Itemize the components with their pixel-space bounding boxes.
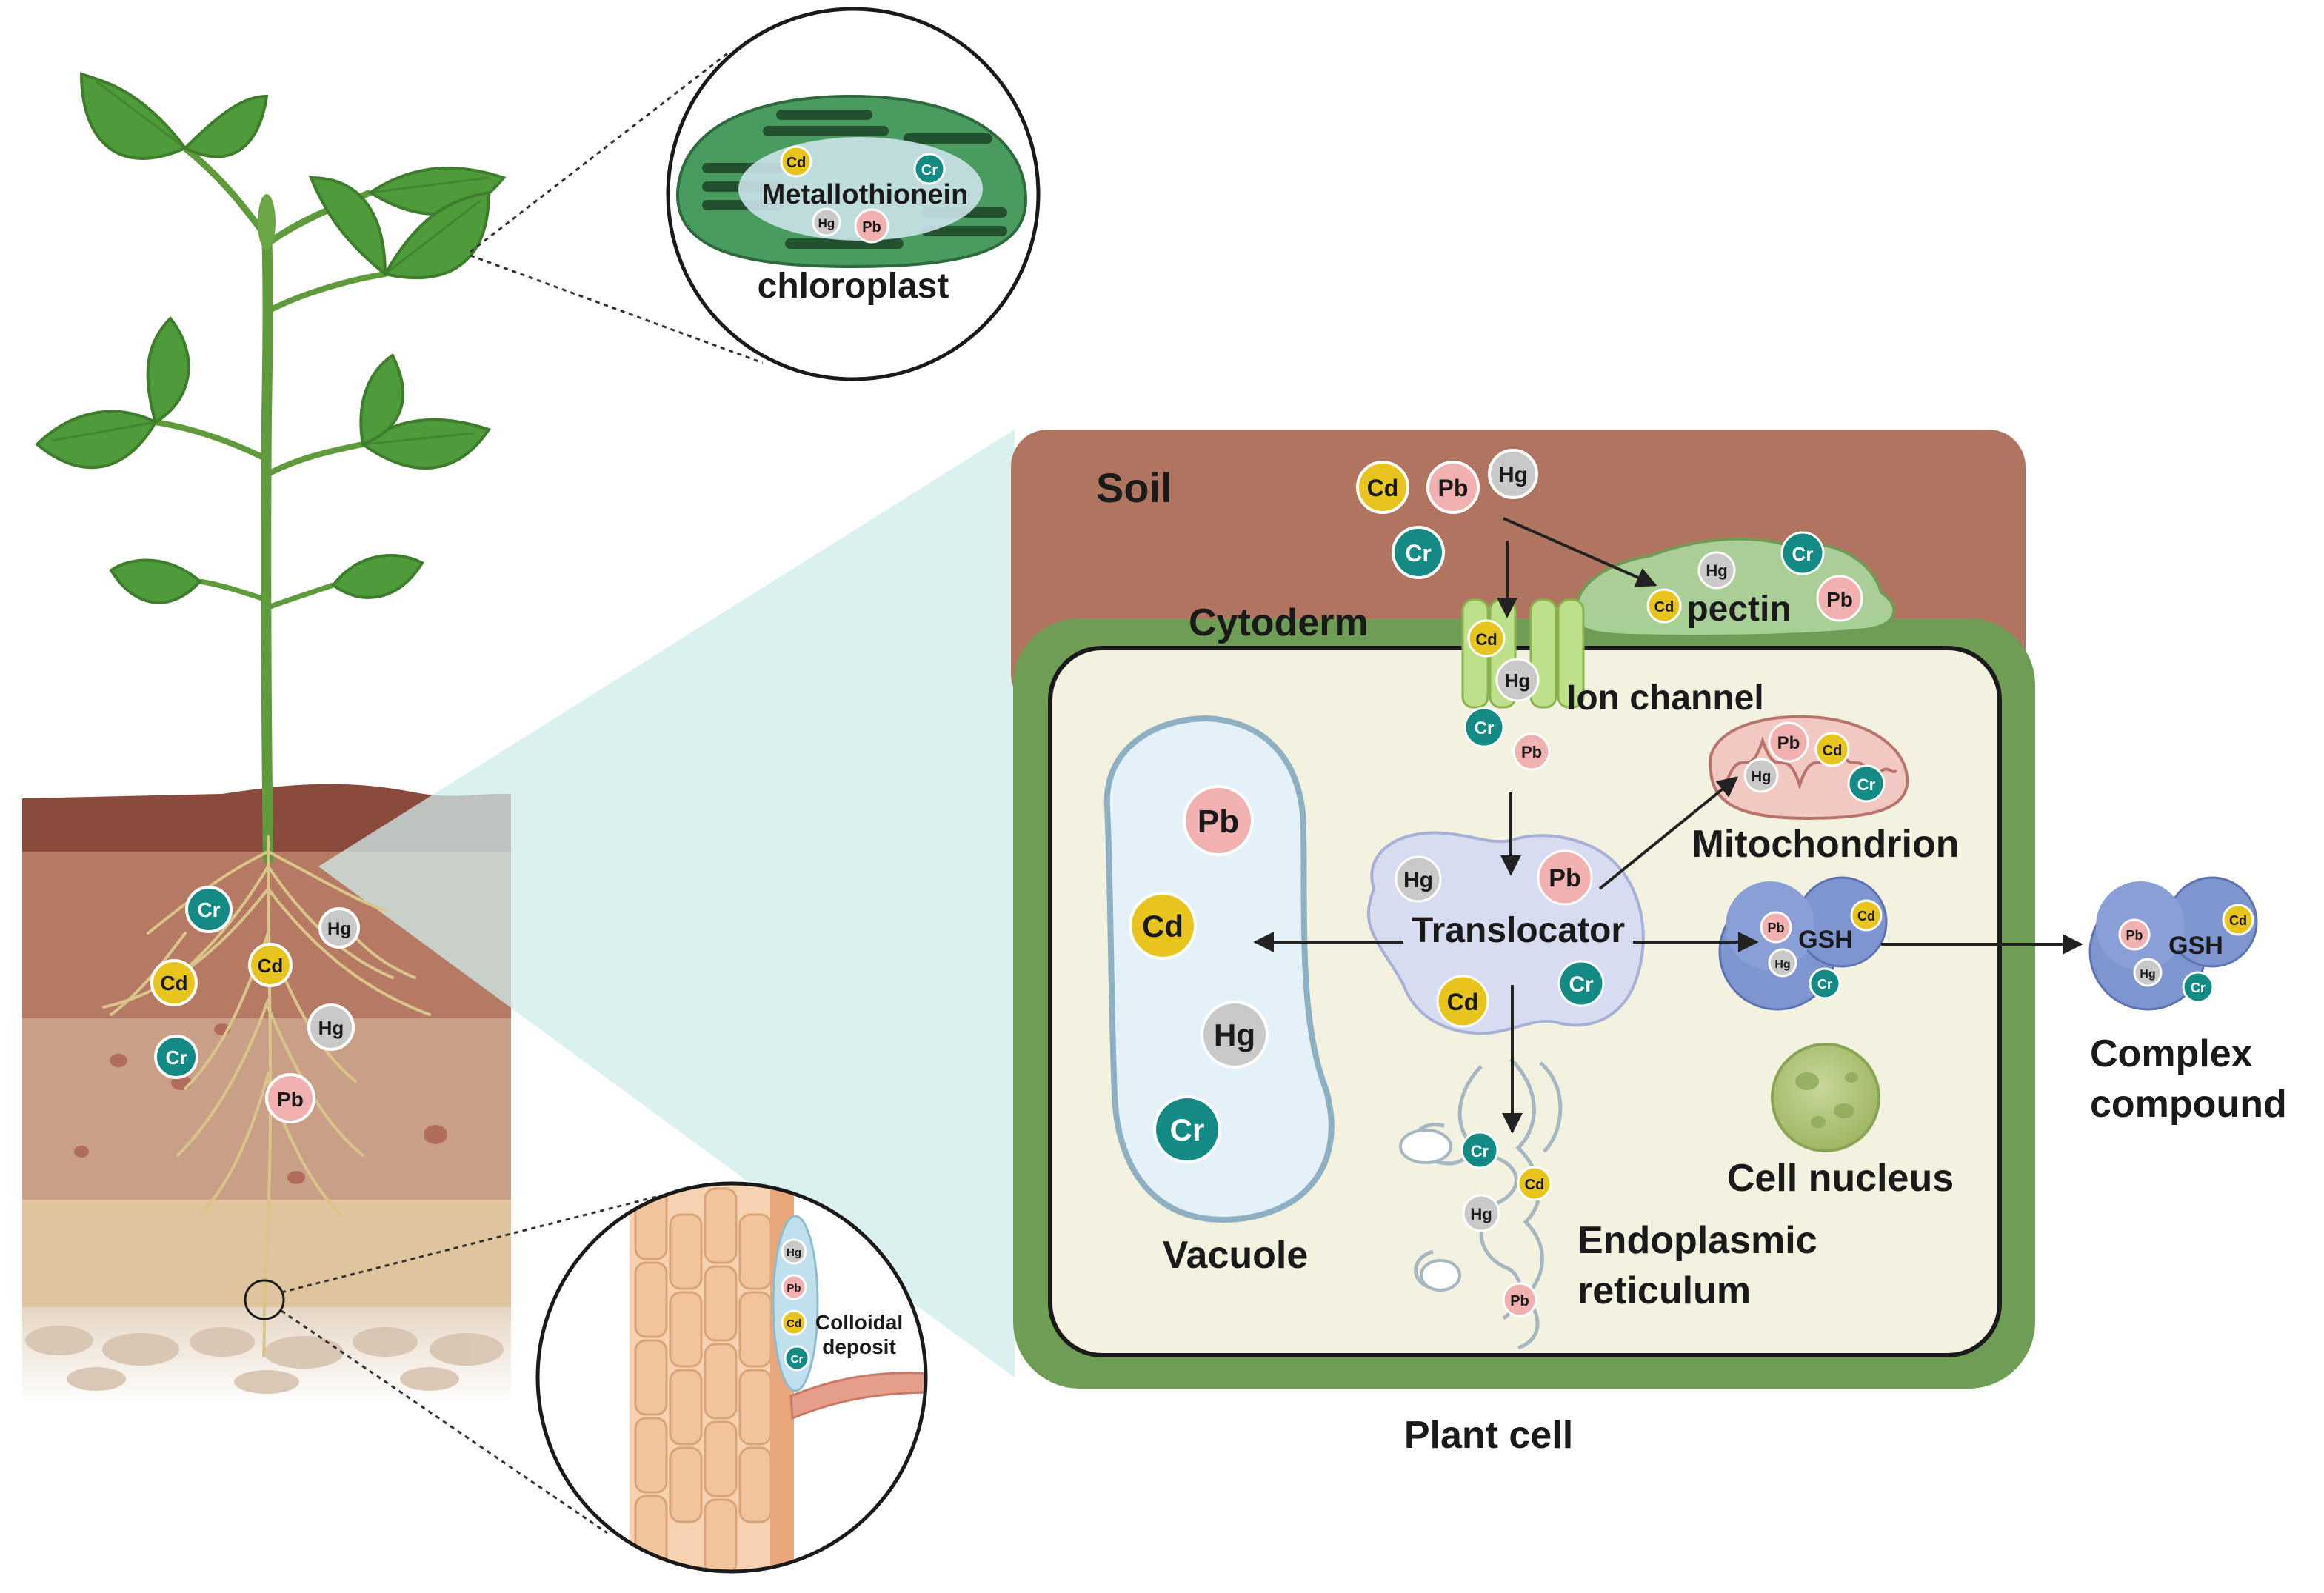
svg-text:Cr: Cr [166, 1046, 187, 1069]
cell-nucleus-label: Cell nucleus [1727, 1157, 1954, 1200]
colloid-ion-cr: Cr [791, 1353, 804, 1366]
soil-ion-cr-2: Cr [154, 1035, 198, 1079]
colloidal-label-line1: Colloidal [815, 1311, 903, 1334]
svg-text:Hg: Hg [318, 1017, 344, 1039]
pectin-ion-hg: Hg [1706, 561, 1727, 580]
channel-ion-hg: Hg [1505, 669, 1531, 692]
soil-ion-cr-1: Cr [185, 886, 233, 933]
translocator-ion-cr: Cr [1569, 972, 1594, 997]
colloidal-label-line2: deposit [822, 1335, 896, 1358]
vacuole-ion-pb: Pb [1198, 804, 1239, 840]
gsh-outer-ion-pb: Pb [2126, 928, 2143, 943]
soil-ion-cd-1: Cd [150, 959, 198, 1006]
cytoderm-label: Cytoderm [1189, 601, 1369, 644]
complex-compound-label-line1: Complex [2090, 1032, 2253, 1075]
cell-soil-ion-cd: Cd [1367, 475, 1399, 501]
svg-text:Cd: Cd [160, 972, 187, 995]
channel-ion-cr: Cr [1475, 718, 1495, 738]
mito-ion-cr: Cr [1857, 775, 1876, 794]
cell-soil-ion-pb: Pb [1438, 475, 1469, 501]
colloid-ion-cd: Cd [787, 1318, 801, 1330]
soil-ion-cd-2: Cd [248, 943, 293, 987]
gsh-inner-label: GSH [1798, 926, 1853, 954]
cell-soil-ion-cr: Cr [1405, 540, 1432, 567]
er-ion-cr: Cr [1471, 1142, 1489, 1160]
gsh-inner-ion-pb: Pb [1767, 921, 1784, 935]
mitochondrion-label: Mitochondrion [1692, 823, 1959, 866]
chloroplast-ion-pb: Pb [862, 219, 881, 236]
gsh-inner-ion-hg: Hg [1774, 958, 1790, 971]
channel-ion-pb: Pb [1521, 743, 1542, 761]
endoplasmic-reticulum [1414, 1058, 1563, 1350]
soil-label: Soil [1096, 464, 1172, 511]
er-ion-pb: Pb [1510, 1293, 1529, 1309]
colloid-ion-hg: Hg [787, 1246, 801, 1259]
vacuole-ion-cd: Cd [1142, 909, 1183, 944]
gsh-outer-ion-cr: Cr [2191, 981, 2206, 995]
zoom-beam [318, 430, 1015, 1377]
er-label-line1: Endoplasmic [1577, 1219, 1817, 1262]
ion-channel-label: Ion channel [1566, 678, 1764, 718]
gsh-inner-ion-cd: Cd [1857, 909, 1875, 924]
pectin-ion-cr: Cr [1792, 543, 1814, 565]
chloroplast-ion-hg: Hg [818, 216, 835, 230]
complex-compound-label-line2: compound [2090, 1083, 2287, 1126]
translocator-ion-hg: Hg [1403, 868, 1433, 892]
chloroplast-ion-cd: Cd [787, 155, 807, 171]
cell-nucleus [1771, 1043, 1880, 1152]
cell-soil-ion-hg: Hg [1498, 463, 1528, 487]
svg-text:Hg: Hg [327, 919, 351, 939]
vacuole [1103, 715, 1335, 1223]
vacuole-ion-hg: Hg [1214, 1018, 1255, 1052]
svg-text:Cr: Cr [197, 898, 220, 921]
soil-ion-hg-2: Hg [307, 1003, 355, 1051]
mito-ion-cd: Cd [1823, 743, 1843, 759]
gsh-outer-label: GSH [2168, 932, 2223, 960]
plant [35, 72, 507, 1357]
pectin-label: pectin [1686, 590, 1791, 629]
gsh-outer-ion-cd: Cd [2229, 913, 2247, 928]
soil-ion-hg-1: Hg [318, 907, 360, 949]
translocator-ion-cd: Cd [1447, 989, 1479, 1015]
translocator-label: Translocator [1412, 911, 1625, 950]
mito-ion-pb: Pb [1777, 733, 1800, 753]
mito-ion-hg: Hg [1752, 769, 1772, 785]
colloidal-deposit-zoom: Hg Pb Cd Cr Colloidal deposit [281, 1181, 928, 1574]
vacuole-label: Vacuole [1163, 1234, 1309, 1277]
colloid-ion-pb: Pb [787, 1282, 801, 1295]
plant-cell-label: Plant cell [1404, 1414, 1573, 1457]
vacuole-ion-cr: Cr [1170, 1112, 1205, 1147]
svg-text:Pb: Pb [277, 1088, 304, 1111]
er-ion-cd: Cd [1525, 1177, 1545, 1193]
svg-text:Cd: Cd [258, 955, 284, 977]
chloroplast-ion-cr: Cr [921, 162, 938, 178]
gsh-outer-ion-hg: Hg [2140, 968, 2155, 981]
translocator-ion-pb: Pb [1549, 864, 1580, 892]
gsh-inner-ion-cr: Cr [1817, 977, 1832, 992]
gsh-complex-outer [2088, 876, 2258, 1011]
chloroplast-label: chloroplast [758, 267, 949, 306]
er-label-line2: reticulum [1577, 1269, 1751, 1312]
channel-ion-cd: Cd [1475, 630, 1497, 649]
pectin-ion-pb: Pb [1826, 588, 1853, 611]
plant-cell-panel: Soil Cytoderm Cd Pb Hg Cr Hg Cr Cd Pb pe… [1011, 430, 2035, 1389]
metallothionein-label: Metallothionein [762, 179, 969, 210]
soil-ion-pb-1: Pb [265, 1073, 315, 1123]
er-ion-hg: Hg [1470, 1205, 1492, 1223]
pectin-ion-cd: Cd [1654, 599, 1674, 615]
chloroplast-zoom: Cd Cr Hg Pb Metallothionein chloroplast [470, 7, 1041, 381]
